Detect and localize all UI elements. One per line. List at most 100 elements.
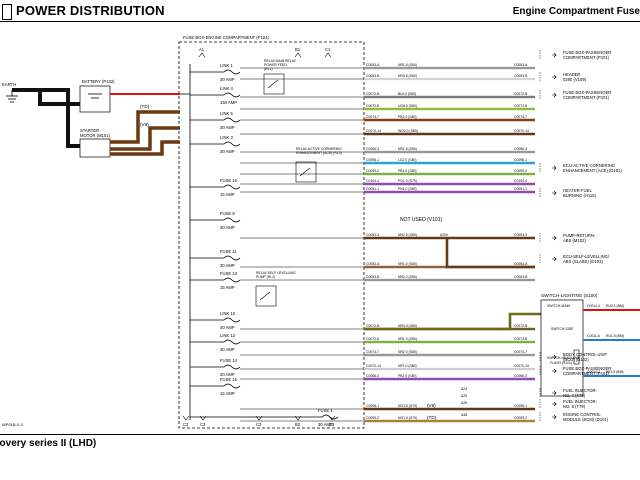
relay-contact	[299, 167, 311, 177]
connector-label: C0066-3	[514, 147, 527, 151]
destination-label: FUEL INJECTOR-	[563, 399, 598, 404]
fuse-symbol	[223, 317, 241, 323]
wire-code: NP1.0 (S80)	[398, 364, 417, 368]
wire-code: NR1.0 (S80)	[398, 262, 417, 266]
connector-label: C0072-B	[514, 324, 528, 328]
fuse-rating: 30 AMP	[220, 225, 235, 230]
wire-code: NR2.0 (S80)	[398, 275, 417, 279]
fuse-name: FUSE 13	[220, 271, 238, 276]
fuse-box-border	[178, 41, 365, 429]
destination-label: BODY CONTROL UNIT	[563, 352, 608, 357]
destination-label: ENHANCEMENT (ACE) (D181)	[563, 168, 622, 173]
fuse-symbol	[321, 414, 339, 420]
destination-label: PUMP-RETURN-	[563, 233, 596, 238]
page-footer: WP01B-4-3 covery series II (LHD)	[0, 422, 640, 480]
bottom-marker-label: C3	[200, 422, 206, 427]
destination-label: (BCU) (D102)	[563, 357, 589, 362]
fuse-rating: 30 AMP	[220, 347, 235, 352]
fuse-name: FUSE 15	[220, 377, 238, 382]
wire-code: NO1.5 (S79)	[398, 416, 417, 420]
fuse-symbol	[223, 69, 241, 75]
connector-label: C0099-2	[514, 416, 527, 420]
wire-code: PB1.0 (S80)	[398, 169, 416, 173]
connector-label: C0051-1	[514, 187, 527, 191]
fuse-rating: 40 AMP	[220, 325, 235, 330]
starter-earth-wire	[40, 88, 80, 148]
connector-label: C0053-A	[366, 262, 380, 266]
wire-code: UG6.0 (S80)	[398, 104, 417, 108]
connector-label: C0053-3	[514, 233, 527, 237]
starter-box	[79, 138, 111, 158]
wire-code: NR2.5 (S80)	[398, 233, 417, 237]
bottom-marker-symbol	[294, 415, 302, 421]
connector-label: C0070-14	[366, 129, 381, 133]
bottom-marker-label: C3	[256, 422, 262, 427]
destination-label: ECU-SELF-LEVELLING/	[563, 254, 610, 259]
destination-label: FUSE BOX-PASSENGER	[563, 50, 611, 55]
connector-label: C0070-14	[514, 129, 529, 133]
fuse-symbol	[223, 277, 241, 283]
pump-return-wire	[445, 238, 535, 269]
destination-arrow	[552, 165, 557, 171]
destination-label: COMPARTMENT (P101)	[563, 55, 610, 60]
bottom-marker-symbol	[182, 415, 190, 421]
battery-earth-wire	[12, 88, 80, 106]
v8-brown-wire	[110, 126, 180, 151]
destination-label: COMPARTMENT (P101)	[563, 371, 610, 376]
connector-label: C0053-B	[366, 275, 380, 279]
wire-code: NR1.5 (S80)	[398, 63, 417, 67]
switch-side-label: SWITCH-SIDE	[551, 327, 574, 331]
switch-main-label: SWITCH-MAIN	[547, 304, 571, 308]
destination-arrow	[552, 92, 557, 98]
page-header: POWER DISTRIBUTION Engine Compartment Fu…	[0, 0, 640, 24]
header-rule	[0, 21, 640, 22]
connector-label: C0053-A	[514, 63, 528, 67]
switch-lighting-box	[540, 299, 584, 397]
page-number-box	[2, 4, 12, 20]
connector-label: C0072-8	[514, 337, 527, 341]
destination-label: 0290 (V109)	[563, 77, 587, 82]
wire-code: PG1.0 (S79)	[398, 179, 417, 183]
connector-label: C0053-B	[514, 275, 528, 279]
vehicle-label: covery series II (LHD)	[0, 438, 97, 449]
connector-label: C0099-2	[514, 169, 527, 173]
fuse-symbol	[223, 255, 241, 261]
wire-code: PB2.0 (S80)	[398, 374, 416, 378]
connector-label: C0104-4	[366, 179, 379, 183]
destination-label: ENGINE CONTROL	[563, 412, 601, 417]
fuse-name: FUSE 11	[220, 249, 237, 254]
connector-label: C0074-7	[514, 115, 527, 119]
destination-arrow	[552, 52, 557, 58]
fuse-rating: 30 AMP	[220, 77, 235, 82]
connector-label: C0098-1	[366, 404, 379, 408]
fuse-symbol	[223, 383, 241, 389]
destination-arrow	[552, 74, 557, 80]
wire-code: PB2.0 (S80)	[398, 115, 416, 119]
connector-label: C0053-A	[366, 63, 380, 67]
connector-label: C0104-4	[514, 179, 527, 183]
fuse-box-title: FUSE BOX-ENGINE COMPARTMENT (P104)	[183, 35, 269, 40]
switch-lighting-label: SWITCH-LIGHTING (S100)	[541, 293, 598, 298]
pin-label: A25	[461, 394, 467, 398]
right-conn-3: C0014-3	[587, 370, 600, 374]
fuse-rating: 150 AMP	[220, 100, 237, 105]
battery-label: BATTERY (P132)	[82, 79, 115, 84]
destination-arrow	[552, 401, 557, 407]
connector-label: C0066-3	[514, 374, 527, 378]
fuse-rating: 15 AMP	[220, 391, 235, 396]
right-conn-1: C0014-4	[587, 304, 600, 308]
top-marker-label: B1	[295, 47, 301, 52]
destination-label: ABS (SLABS) (D103)	[563, 259, 603, 264]
connector-label: C0053-3	[366, 233, 379, 237]
connector-label: C0099-2	[366, 416, 379, 420]
td-brown-wire	[110, 110, 180, 144]
fuse-rating: 30 AMP	[220, 125, 235, 130]
connector-label: C0072-8	[366, 104, 379, 108]
relay-contact	[259, 291, 271, 301]
fuse-name: LINK 4	[220, 86, 233, 91]
